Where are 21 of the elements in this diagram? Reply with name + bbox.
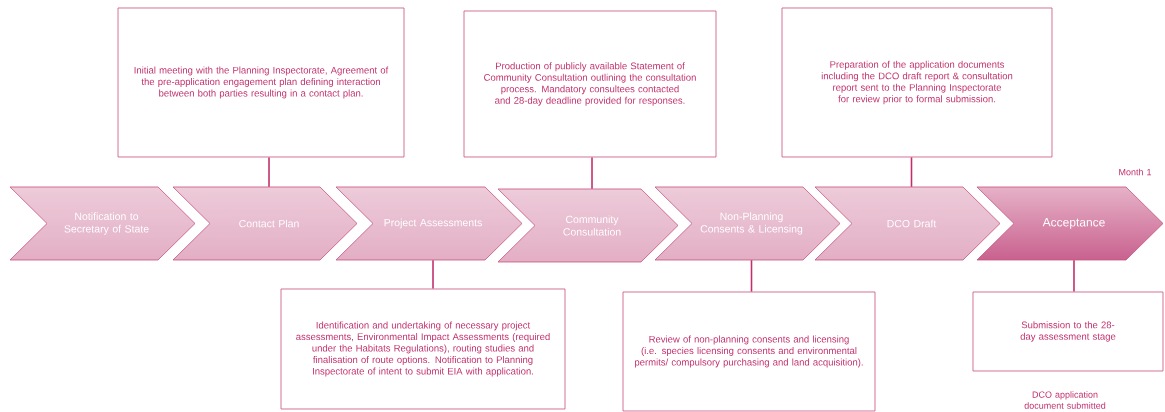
description-box: Identification and undertaking of necessary project assessments, Environmental Impact Assessments (required under the Habitats Regulations), routing studies and finalisation of route options. Notification to Planning Inspectorate of intent to submit EIA with application. [280,288,566,410]
chevron-step: Community Consultation [497,188,679,263]
chevron-step: Notification to Secretary of State [9,186,196,261]
connector-line [910,156,913,188]
connector-line [750,259,753,293]
note-text: Month 1 [1119,168,1152,176]
description-box: Submission to the 28-day assessment stage [972,291,1164,372]
chevron-step: Non-Planning Consents & Licensing [654,186,841,261]
chevron-step: Acceptance [976,186,1164,261]
description-box: Review of non-planning consents and licensing (i.e. species licensing consents and environmental permits/ compulsory purchasing and land acquisition). [622,291,876,412]
connector-line [268,156,270,188]
chevron-step: Project Assessments [335,186,523,261]
connector-line [1073,259,1075,293]
chevron-step: Contact Plan [172,186,358,261]
connector-line [591,156,593,190]
description-box: Initial meeting with the Planning Inspectorate, Agreement of the pre-application engagement plan defining interaction between both parties resulting in a contact plan. [117,7,405,158]
connector-line [432,259,434,290]
chevron-step: DCO Draft [814,186,1001,261]
description-box: Preparation of the application documents including the DCO draft report & consultation report sent to the Planning Inspectorate for review prior to formal submission. [781,7,1053,158]
description-box: Production of publicly available Statement of Community Consultation outlining the consultation process. Mandatory consultees contacted and 28-day deadline provided for responses. [463,10,717,158]
note-text: DCO application document submitted [1024,391,1106,409]
